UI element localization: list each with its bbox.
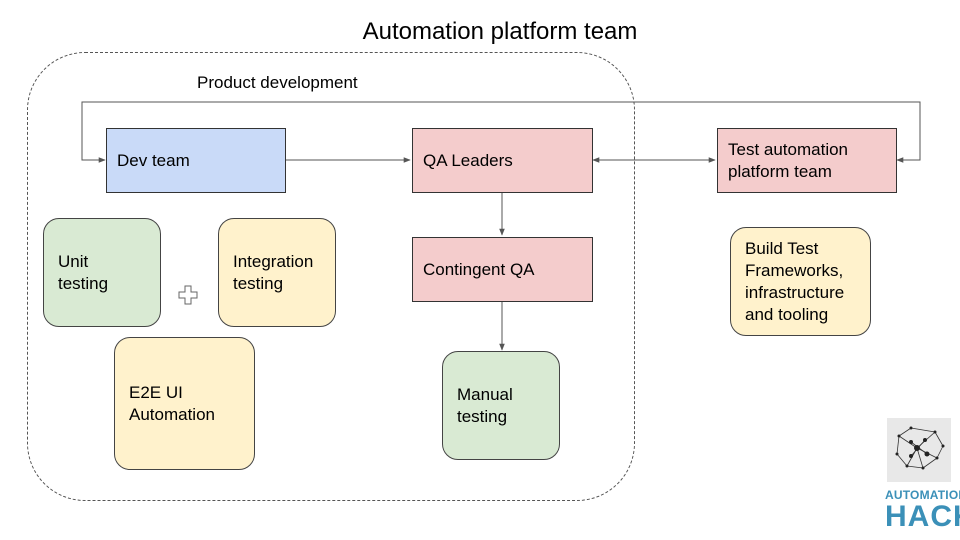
qa-leaders-label: QA Leaders (423, 150, 513, 170)
automation-hacks-logo-icon (887, 418, 951, 482)
contingent-qa-label: Contingent QA (423, 259, 535, 279)
integration-testing-box: Integration testing (218, 218, 336, 327)
e2e-ui-automation-box: E2E UI Automation (114, 337, 255, 470)
contingent-qa-box: Contingent QA (412, 237, 593, 302)
integration-testing-label: Integration testing (233, 251, 314, 293)
platform-team-label: Test automation platform team (728, 139, 849, 181)
unit-testing-label: Unit testing (58, 251, 109, 293)
build-frameworks-label: Build Test Frameworks, infrastructure an… (745, 238, 845, 324)
dev-team-label: Dev team (117, 150, 190, 170)
dev-team-box: Dev team (106, 128, 286, 193)
build-frameworks-box: Build Test Frameworks, infrastructure an… (730, 227, 871, 336)
loop-platform-to-dev (81, 101, 921, 163)
unit-testing-box: Unit testing (43, 218, 161, 327)
qa-leaders-box: QA Leaders (412, 128, 593, 193)
platform-team-box: Test automation platform team (717, 128, 897, 193)
logo-text-hacks: HACKS (885, 500, 960, 533)
plus-icon (178, 285, 198, 305)
diagram-title: Automation platform team (362, 18, 638, 45)
product-development-group (27, 52, 635, 501)
e2e-ui-automation-label: E2E UI Automation (129, 382, 215, 424)
logo-text-automation: AUTOMATION (885, 488, 960, 502)
manual-testing-label: Manual testing (457, 384, 513, 426)
product-development-label: Product development (197, 73, 358, 92)
manual-testing-box: Manual testing (442, 351, 560, 460)
